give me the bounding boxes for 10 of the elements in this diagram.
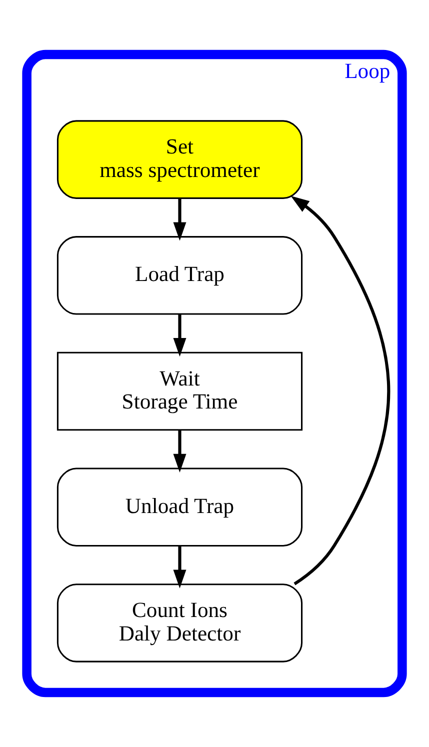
node-box: Set mass spectrometer xyxy=(56,120,303,199)
arrow xyxy=(173,314,186,357)
node-box: Count Ions Daly Detector xyxy=(56,584,303,662)
arrow xyxy=(173,546,186,588)
arrow xyxy=(290,196,390,586)
arrow xyxy=(173,430,186,472)
node-box: Unload Trap xyxy=(56,468,303,546)
node-box: Wait Storage Time xyxy=(56,352,303,431)
arrow xyxy=(173,198,186,241)
node-box: Load Trap xyxy=(56,236,303,315)
